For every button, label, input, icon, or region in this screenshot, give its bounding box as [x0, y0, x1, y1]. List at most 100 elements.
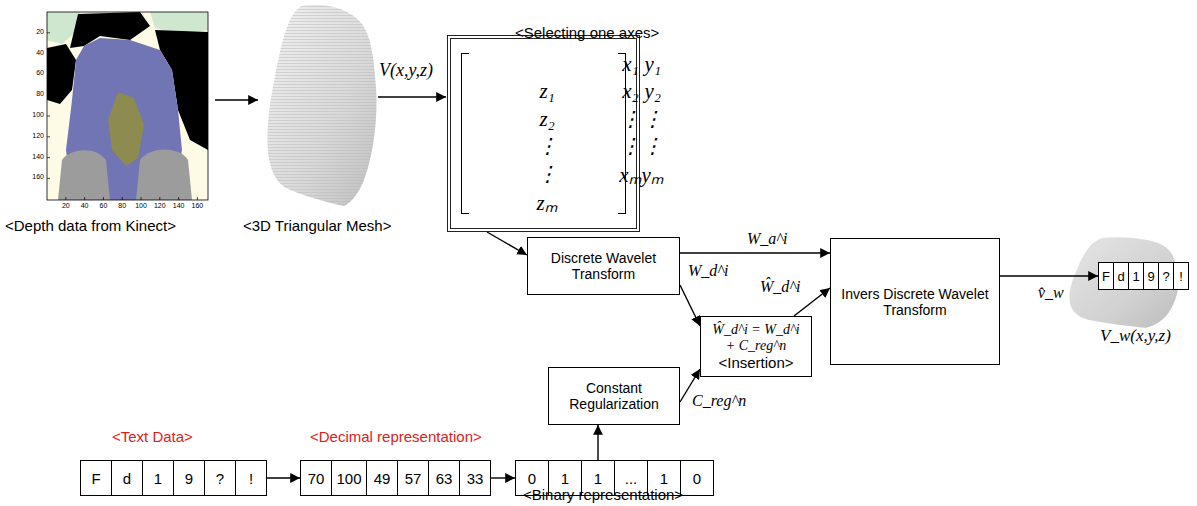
output-char-cell: d: [1113, 262, 1129, 290]
axis-tick-label: 140: [169, 202, 189, 209]
matrix-entry: ⋮: [642, 134, 663, 159]
axis-tick-label: 80: [112, 202, 132, 209]
axis-tick-label: 120: [24, 132, 44, 139]
mesh-texture: [1069, 237, 1178, 328]
decimal-cell: 63: [428, 460, 460, 496]
axis-tick-label: 40: [24, 49, 44, 56]
node-text: !: [249, 470, 253, 487]
tick-mark: [103, 197, 104, 200]
process-box: Constant Regularization: [548, 367, 680, 425]
output-char-cell: F: [1098, 262, 1114, 290]
caption-label: <Binary representation>: [523, 486, 683, 503]
tick-mark: [141, 197, 142, 200]
axis-tick-label: 160: [187, 202, 207, 209]
tick-mark: [47, 95, 50, 96]
edge-label: W_a^i: [745, 230, 790, 248]
output-char-cell: ?: [1158, 262, 1174, 290]
text-char-cell: 9: [173, 460, 205, 496]
matrix-entry: y₂: [644, 79, 661, 104]
decimal-cell: 70: [300, 460, 332, 496]
decimal-cell: 33: [459, 460, 491, 496]
text-char-cell: ?: [204, 460, 236, 496]
caption-label: <3D Triangular Mesh>: [243, 217, 391, 234]
node-text: d: [123, 470, 131, 487]
text-char-cell: 1: [142, 460, 174, 496]
axis-tick-label: 20: [24, 28, 44, 35]
depth-ground: [47, 12, 208, 200]
node-text: !: [1179, 269, 1183, 284]
vertex-matrix: <Selecting one axes>x₁y₁z₁x₂y₂z₂⋮⋮⋮⋮⋮⋮xₘ…: [447, 35, 640, 232]
flow-arrow: [1000, 275, 1098, 276]
node-text: 0: [528, 470, 536, 487]
caption-label: <Decimal representation>: [310, 428, 482, 445]
node-text: 63: [436, 470, 453, 487]
matrix-entry: y₁: [644, 52, 661, 77]
depth-region: [47, 44, 76, 104]
matrix-entry: zₘ: [537, 188, 558, 216]
edge-label: v̂_w: [1036, 284, 1066, 302]
binary-cell: 0: [680, 460, 714, 496]
output-char-cell: 9: [1143, 262, 1159, 290]
math-label: V_w(x,y,z): [1100, 326, 1171, 346]
tick-mark: [122, 197, 123, 200]
math-label: V(x,y,z): [379, 60, 433, 81]
tick-mark: [47, 32, 50, 33]
output-char-cell: !: [1173, 262, 1189, 290]
axis-tick-label: 120: [150, 202, 170, 209]
output-char-cell: 1: [1128, 262, 1144, 290]
mesh-surface: [1069, 237, 1178, 328]
edge-label: W_d^i: [686, 262, 731, 280]
text-char-cell: !: [235, 460, 267, 496]
node-text: 1: [561, 470, 569, 487]
matrix-entry: z₂: [539, 107, 554, 132]
matrix-entry: ⋮: [537, 134, 558, 159]
tick-mark: [47, 53, 50, 54]
node-text: 33: [467, 470, 484, 487]
axis-tick-label: 60: [93, 202, 113, 209]
node-text: 0: [693, 470, 701, 487]
node-text: Constant Regularization: [557, 380, 671, 412]
watermarked-mesh: [1069, 237, 1178, 328]
matrix-entry: x₁: [622, 52, 639, 77]
tick-mark: [84, 197, 85, 200]
node-text: Discrete Wavelet Transform: [536, 250, 671, 282]
triangular-mesh: [267, 5, 376, 206]
edge-label: Ŵ_d^i: [758, 278, 803, 296]
tick-mark: [159, 197, 160, 200]
depth-region: [58, 150, 110, 200]
matrix-entry: yₘ: [642, 160, 664, 188]
flow-arrow: [487, 232, 527, 255]
node-text: 1: [660, 470, 668, 487]
plot-frame: [47, 12, 208, 200]
axis-tick-label: 80: [24, 90, 44, 97]
depth-region: [108, 92, 144, 166]
node-text: F: [1102, 269, 1110, 284]
axis-tick-label: 160: [24, 173, 44, 180]
tick-mark: [178, 197, 179, 200]
axis-tick-label: 40: [75, 202, 95, 209]
decimal-cell: 49: [366, 460, 398, 496]
node-text: ?: [1162, 269, 1169, 284]
text-char-cell: d: [111, 460, 143, 496]
decimal-cell: 57: [397, 460, 429, 496]
flow-arrow: [215, 99, 258, 100]
tick-mark: [47, 74, 50, 75]
process-box: Invers Discrete Wavelet Transform: [830, 238, 1000, 365]
axis-tick-label: 20: [56, 202, 76, 209]
matrix-entry: ⋮: [537, 162, 558, 187]
edge-label: C_reg^n: [690, 392, 748, 410]
tick-mark: [47, 116, 50, 117]
axis-tick-label: 140: [24, 153, 44, 160]
flow-arrow: [267, 477, 300, 478]
mesh-surface: [267, 5, 376, 206]
axis-tick-label: 60: [24, 69, 44, 76]
axis-tick-label: 100: [131, 202, 151, 209]
insertion-caption: <Insertion>: [707, 354, 805, 371]
node-text: 1: [1132, 269, 1139, 284]
decimal-cell: 100: [331, 460, 367, 496]
matrix-entry: ⋮: [620, 134, 641, 159]
matrix-entry: xₘ: [619, 160, 641, 188]
flow-arrow: [378, 96, 446, 97]
insertion-box: Ŵ_d^i = W_d^i + C_reg^n<Insertion>: [700, 316, 812, 377]
